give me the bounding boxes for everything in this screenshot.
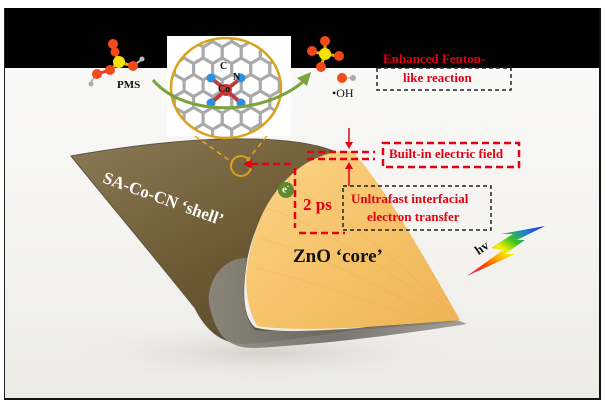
nitrogen-atom-label: N	[233, 72, 241, 83]
lattice-hexagon	[289, 91, 308, 113]
time-label: 2 ps	[303, 195, 332, 214]
lattice-hexagon	[308, 91, 327, 113]
electron-symbol: e	[282, 183, 287, 196]
hydroxyl-label: •OH	[332, 86, 354, 100]
pms-label: PMS	[117, 79, 141, 91]
lattice-hexagon	[184, 9, 203, 31]
co-n4-site	[206, 73, 246, 108]
lattice-hexagon	[249, 122, 272, 138]
reaction-arrow	[151, 78, 307, 110]
lattice-hexagon	[289, 25, 308, 47]
lattice-hexagon	[136, 124, 155, 146]
lattice-hexagon	[192, 122, 215, 138]
sulfate-molecule-icon	[307, 36, 344, 72]
electron-charge: -	[286, 182, 290, 190]
lattice-hexagon	[317, 108, 336, 130]
hydroxyl-molecule-icon	[337, 73, 356, 83]
lattice-hexagon	[308, 124, 327, 146]
inset-circle	[169, 36, 283, 140]
lattice-hexagon	[136, 91, 155, 113]
lattice-hexagon	[146, 75, 165, 97]
lattice-hexagon	[165, 9, 184, 31]
lattice-hexagon	[222, 9, 241, 31]
nitrogen-atom	[206, 98, 216, 108]
fenton-box	[376, 67, 512, 91]
core-texture	[256, 182, 456, 321]
transfer-arrowhead	[243, 159, 253, 169]
lattice-hexagon	[279, 9, 298, 31]
zno-core	[246, 150, 460, 329]
lattice-hexagon	[298, 9, 317, 31]
electron-icon	[278, 182, 294, 198]
nitrogen-atom	[206, 73, 216, 83]
lattice-hexagon	[146, 9, 165, 31]
reaction-arrowhead	[297, 72, 311, 86]
core-label: ZnO ‘core’	[293, 246, 383, 267]
lattice-hexagon	[230, 122, 253, 138]
lattice-hexagon	[136, 25, 155, 47]
lattice-hexagon	[317, 9, 336, 31]
fenton-label-line2: like reaction	[403, 70, 472, 85]
light-bolt-icon	[467, 226, 545, 276]
transfer-label-line1: Unltrafast interfacial	[351, 191, 469, 206]
cobalt-atom-label: Co	[218, 84, 231, 95]
field-arrows	[345, 128, 353, 186]
lattice-hexagon	[146, 42, 165, 64]
shell-rim	[208, 258, 468, 348]
carbon-atom-label: C	[220, 61, 228, 72]
transfer-label-line2: electron transfer	[367, 209, 460, 224]
pms-molecule-icon	[88, 39, 145, 87]
illustration	[65, 9, 545, 383]
cobalt-atom	[220, 84, 232, 96]
lattice-hexagon	[260, 9, 279, 31]
lattice-hexagon	[241, 9, 260, 31]
transfer-box	[342, 185, 492, 231]
lattice-hexagon	[146, 108, 165, 130]
fenton-label-line1: Enhanced Fenton-	[383, 51, 486, 66]
inset-connector-left	[194, 135, 234, 164]
electric-field-lines	[307, 141, 521, 169]
nitrogen-atom	[236, 73, 246, 83]
lattice-hexagon	[211, 122, 234, 138]
lattice-hexagon	[298, 108, 317, 130]
transfer-path	[251, 162, 345, 235]
lattice-hexagon	[203, 9, 222, 31]
top-black-band	[5, 8, 599, 68]
figure-frame: PMS •OH C N Co Enhanced Fenton- like rea…	[4, 8, 601, 400]
electric-field-label: Built-in electric field	[389, 146, 504, 161]
electron-label: e-	[282, 182, 289, 196]
